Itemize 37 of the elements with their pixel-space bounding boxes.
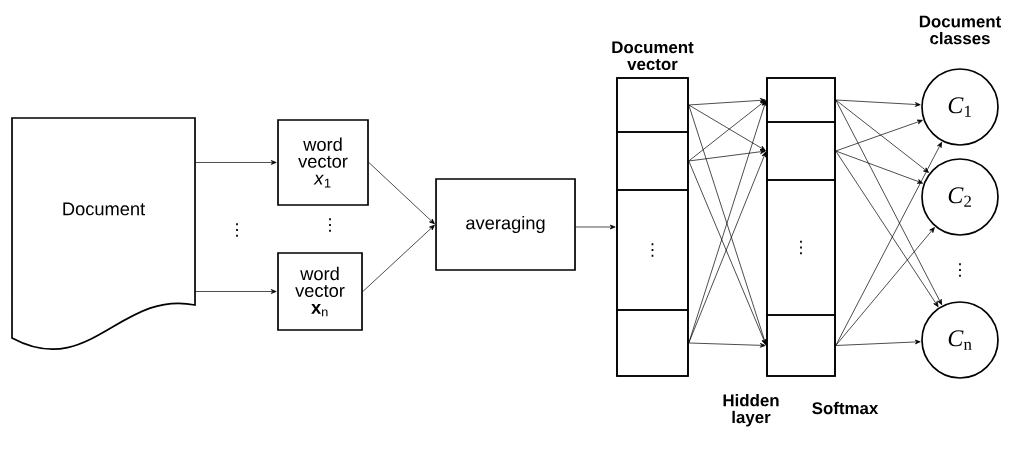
arrow bbox=[835, 119, 923, 152]
layer-heading: Softmax bbox=[812, 401, 879, 415]
vector-cell bbox=[766, 314, 836, 377]
arrow bbox=[835, 150, 924, 184]
layer-heading: Hidden layer bbox=[723, 393, 779, 427]
vector-cell bbox=[766, 121, 836, 181]
layer-heading: Document classes bbox=[919, 15, 1001, 45]
arrow bbox=[835, 141, 942, 346]
arrow bbox=[835, 339, 921, 346]
arrow bbox=[368, 162, 435, 225]
arrow bbox=[362, 224, 435, 292]
ellipsis: ⋮ bbox=[329, 218, 331, 232]
arrow bbox=[835, 227, 935, 346]
vector-cell bbox=[616, 131, 689, 191]
arrow bbox=[835, 99, 929, 173]
layer-heading: Document vector bbox=[612, 41, 694, 71]
process-box: word vector x$_{1}$ bbox=[277, 119, 369, 206]
process-box: averaging bbox=[435, 178, 576, 271]
vector-cell bbox=[616, 309, 689, 377]
arrow bbox=[835, 150, 939, 308]
arrow bbox=[194, 289, 277, 294]
arrow bbox=[575, 224, 616, 230]
arrow bbox=[835, 99, 943, 305]
arrow bbox=[194, 160, 277, 165]
arrow bbox=[688, 104, 766, 151]
arrow bbox=[688, 100, 766, 162]
ellipsis: ⋮ bbox=[236, 223, 238, 237]
vector-cell: ⋮ bbox=[616, 189, 689, 311]
vector-cell bbox=[766, 77, 836, 123]
arrow bbox=[835, 99, 921, 107]
vector-cell bbox=[616, 77, 689, 133]
arrow bbox=[688, 342, 766, 348]
vector-cell: ⋮ bbox=[766, 179, 836, 316]
process-box: word vector x$_{n}$ bbox=[277, 252, 363, 331]
arrow bbox=[688, 98, 766, 106]
ellipsis: ⋮ bbox=[959, 263, 961, 277]
arrow bbox=[688, 149, 766, 162]
